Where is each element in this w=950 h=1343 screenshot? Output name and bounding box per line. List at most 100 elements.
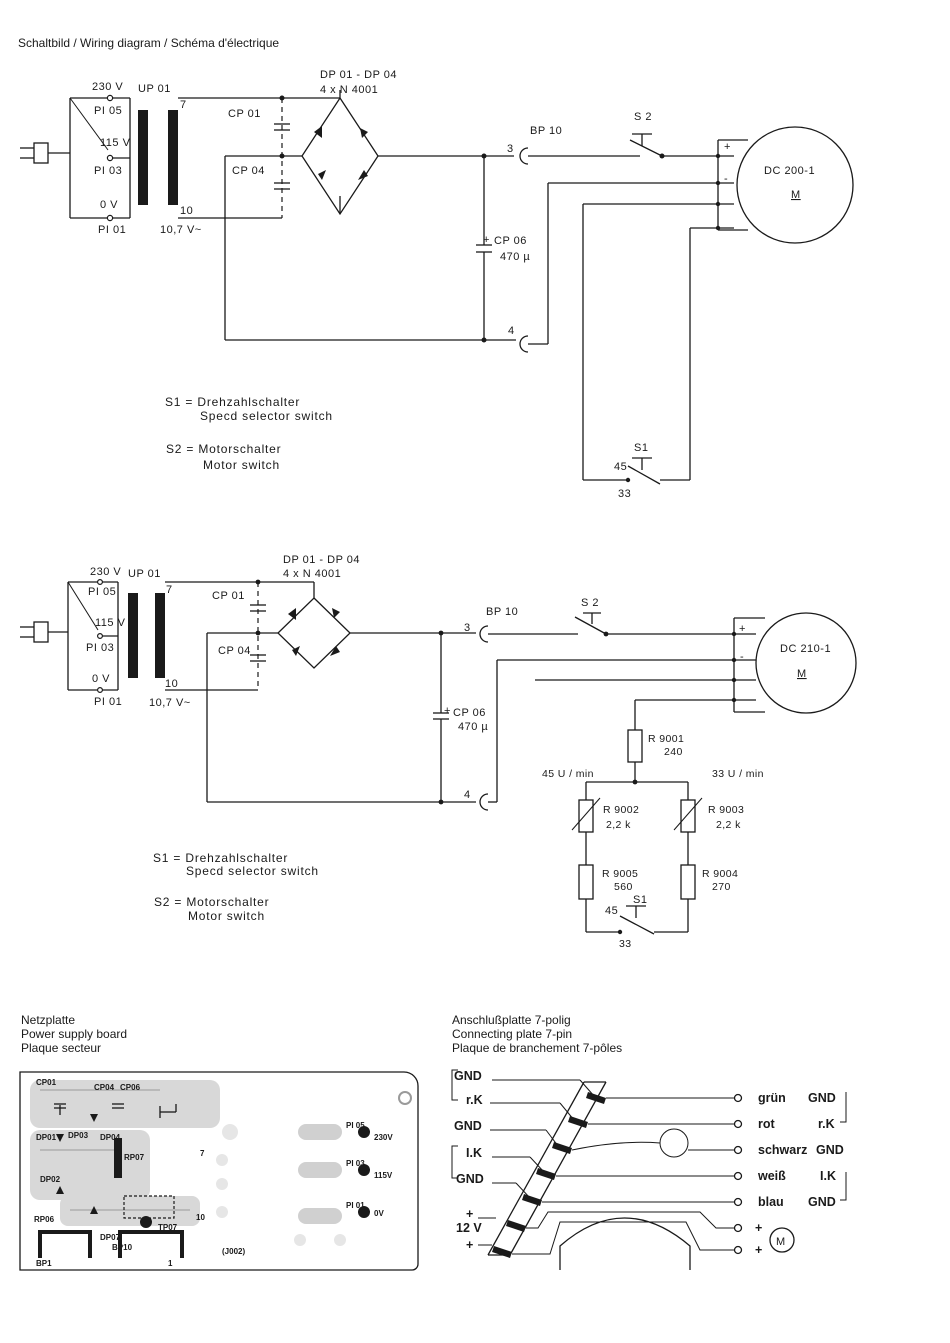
bp10-label-2: BP 10: [486, 606, 518, 618]
r9001-label: R 9001: [648, 733, 684, 745]
vsec-label-1: 10,7 V~: [160, 224, 202, 236]
motor-plus-2: +: [739, 623, 746, 635]
motor-minus-1: -: [724, 173, 728, 185]
cp06-label-2: CP 06: [453, 707, 486, 719]
conn-right-rot: rot: [758, 1117, 776, 1131]
cp04-label-1: CP 04: [232, 165, 265, 177]
cp06-label-1: CP 06: [494, 235, 527, 247]
pi01-label-2: PI 01: [94, 696, 122, 708]
pcb-board: [19, 1071, 419, 1271]
cp06-value-1: 470 µ: [500, 251, 530, 263]
conn-left-rk: r.K: [466, 1093, 483, 1107]
connector-plate: [451, 1069, 847, 1270]
r9005-label: R 9005: [602, 868, 638, 880]
bridge-rectifier: [277, 597, 351, 669]
r9004-value: 270: [712, 881, 731, 893]
motor-symbol-icon: [769, 1227, 795, 1253]
connector-hole-icon: [659, 1128, 689, 1158]
pcb-label-rp06: RP06: [34, 1215, 55, 1224]
s1-45-label-2: 45: [605, 905, 618, 917]
pcb-title-de: Netzplatte: [21, 1013, 75, 1027]
pi05-label-1: PI 05: [94, 105, 122, 117]
s1-33-label-2: 33: [619, 938, 631, 950]
switch-s2: [629, 133, 665, 159]
pcb-pi05: PI 05: [346, 1121, 365, 1130]
bridge-part-2: 4 x N 4001: [283, 568, 341, 580]
pcb-label-bp1: BP1: [36, 1259, 52, 1268]
conn-left-gnd-3: GND: [456, 1172, 484, 1186]
transformer-up01: [138, 110, 178, 205]
conn-sig-rk: r.K: [818, 1117, 835, 1131]
cp01-label-2: CP 01: [212, 590, 245, 602]
motor-dc210-icon: [755, 612, 857, 714]
conn-motor-m: M: [776, 1236, 786, 1248]
pcb-label-dp07: DP07: [100, 1233, 121, 1242]
pin4-label-1: 4: [508, 325, 515, 337]
cp04-label-2: CP 04: [218, 645, 251, 657]
resistor-r9004: [680, 864, 696, 900]
v0-label-1: 0 V: [100, 199, 118, 211]
r9001-value: 240: [664, 746, 683, 758]
pcb-pi01: PI 01: [346, 1201, 365, 1210]
motor-label-1: DC 200-1: [764, 165, 815, 177]
pi03-label-1: PI 03: [94, 165, 122, 177]
cp01-label-1: CP 01: [228, 108, 261, 120]
connector-title-en: Connecting plate 7-pin: [452, 1027, 572, 1041]
cp06-value-2: 470 µ: [458, 721, 488, 733]
legend-s2-1: S2 = Motorschalter: [166, 442, 281, 456]
cp06-plus-2: +: [444, 705, 451, 717]
speed45-label: 45 U / min: [542, 768, 594, 780]
resistor-r9001: [627, 729, 643, 763]
conn-left-12v: 12 V: [456, 1221, 482, 1235]
conn-left-gnd-2: GND: [454, 1119, 482, 1133]
legend-s1-en-1: Specd selector switch: [200, 409, 333, 423]
v115-label-1: 115 V: [100, 137, 131, 149]
pin4-label-2: 4: [464, 789, 471, 801]
conn-left-plus-2: +: [466, 1238, 473, 1252]
resistor-r9003: [680, 799, 696, 833]
wiring-diagram-1: [20, 90, 854, 485]
r9003-label: R 9003: [708, 804, 744, 816]
conn-sig-gnd-1: GND: [808, 1091, 836, 1105]
pin3-label-2: 3: [464, 622, 471, 634]
mains-plug-icon: [20, 621, 68, 643]
pi01-label-1: PI 01: [98, 224, 126, 236]
speed33-label: 33 U / min: [712, 768, 764, 780]
mains-plug-icon: [20, 142, 70, 164]
conn-right-blau: blau: [758, 1195, 784, 1209]
page-title: Schaltbild / Wiring diagram / Schéma d'é…: [18, 36, 280, 50]
pcb-label-10: 10: [196, 1213, 205, 1222]
legend-s2-en-1: Motor switch: [203, 458, 280, 472]
conn-right-schwarz: schwarz: [758, 1143, 807, 1157]
s1-45-label-1: 45: [614, 461, 627, 473]
pin3-label-1: 3: [507, 143, 514, 155]
conn-sig-gnd-2: GND: [816, 1143, 844, 1157]
legend-s1-2: S1 = Drehzahlschalter: [153, 851, 288, 865]
transformer-label-1: UP 01: [138, 83, 171, 95]
bridge-label-1: DP 01 - DP 04: [320, 69, 397, 81]
pcb-label-cp06: CP06: [120, 1083, 141, 1092]
transformer-label-2: UP 01: [128, 568, 161, 580]
switch-s1: [617, 905, 655, 935]
pcb-title-fr: Plaque secteur: [21, 1041, 101, 1055]
motor-plus-1: +: [724, 141, 731, 153]
motor-minus-2: -: [740, 651, 744, 663]
pcb-pi03: PI 03: [346, 1159, 365, 1168]
conn-left-gnd-1: GND: [454, 1069, 482, 1083]
connector-title-fr: Plaque de branchement 7-pôles: [452, 1041, 622, 1055]
conn-left-ik: I.K: [466, 1146, 482, 1160]
conn-sig-ik: I.K: [820, 1169, 836, 1183]
motor-m-label-1: M: [791, 189, 801, 201]
pcb-label-cp01: CP01: [36, 1078, 57, 1087]
r9004-label: R 9004: [702, 868, 738, 880]
bp10-label-1: BP 10: [530, 125, 562, 137]
conn-right-gruen: grün: [758, 1091, 786, 1105]
pcb-label-tp07: TP07: [158, 1223, 178, 1232]
pcb-title-en: Power supply board: [21, 1027, 127, 1041]
pi03-label-2: PI 03: [86, 642, 114, 654]
v115-label-2: 115 V: [95, 617, 126, 629]
pi05-label-2: PI 05: [88, 586, 116, 598]
s2-label-2: S 2: [581, 597, 599, 609]
resistor-r9005: [578, 864, 594, 900]
